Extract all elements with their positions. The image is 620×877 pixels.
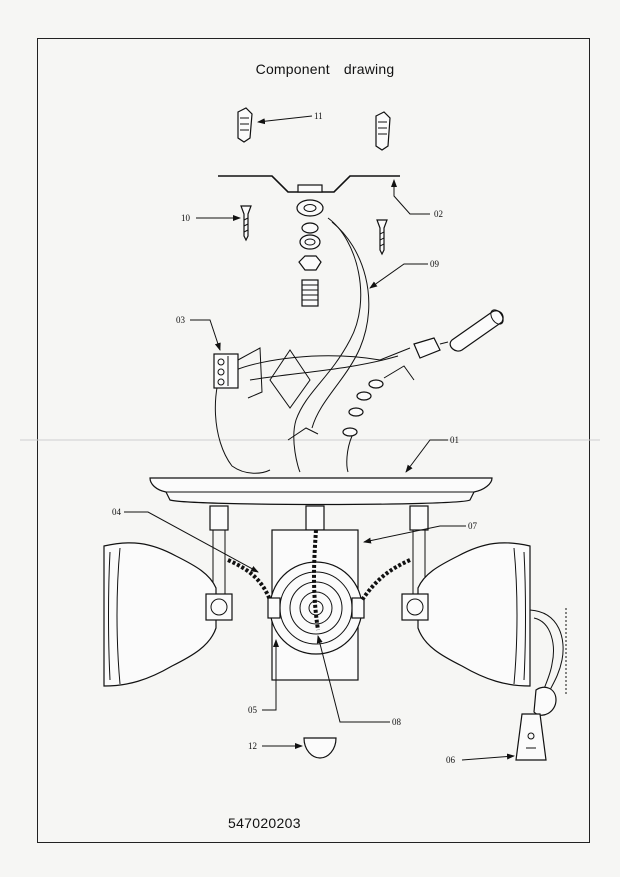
callout-07: 07 xyxy=(468,521,478,531)
part-code: 547020203 xyxy=(228,815,301,831)
lamp-socket xyxy=(515,608,567,761)
wall-plug-left xyxy=(237,107,253,143)
canopy-plate xyxy=(149,477,493,506)
end-cap xyxy=(303,737,337,759)
nut-washer-stack xyxy=(296,199,324,307)
callout-08: 08 xyxy=(392,717,402,727)
callout-06: 06 xyxy=(446,755,456,765)
callout-05: 05 xyxy=(248,705,258,715)
left-spotlight-shade xyxy=(103,542,233,687)
callout-01: 01 xyxy=(450,435,459,445)
screw-left xyxy=(240,205,252,242)
callout-11: 11 xyxy=(314,111,323,121)
braided-cables xyxy=(227,529,411,631)
right-spotlight-shade xyxy=(401,542,531,687)
bulb-tube xyxy=(413,309,504,359)
leader-lines xyxy=(124,115,515,761)
callout-03: 03 xyxy=(176,315,186,325)
callout-04: 04 xyxy=(112,507,122,517)
arm-stems xyxy=(209,505,429,600)
callout-02: 02 xyxy=(434,209,443,219)
terminal-block xyxy=(213,347,311,409)
callout-10: 10 xyxy=(181,213,191,223)
screw-right xyxy=(376,219,388,256)
callout-09: 09 xyxy=(430,259,440,269)
callout-12: 12 xyxy=(248,741,257,751)
bracket-center-plate xyxy=(297,184,323,193)
wall-plug-right xyxy=(375,111,391,151)
cord-grip-chain xyxy=(342,365,415,473)
drawing-title: Component drawing xyxy=(255,61,395,77)
